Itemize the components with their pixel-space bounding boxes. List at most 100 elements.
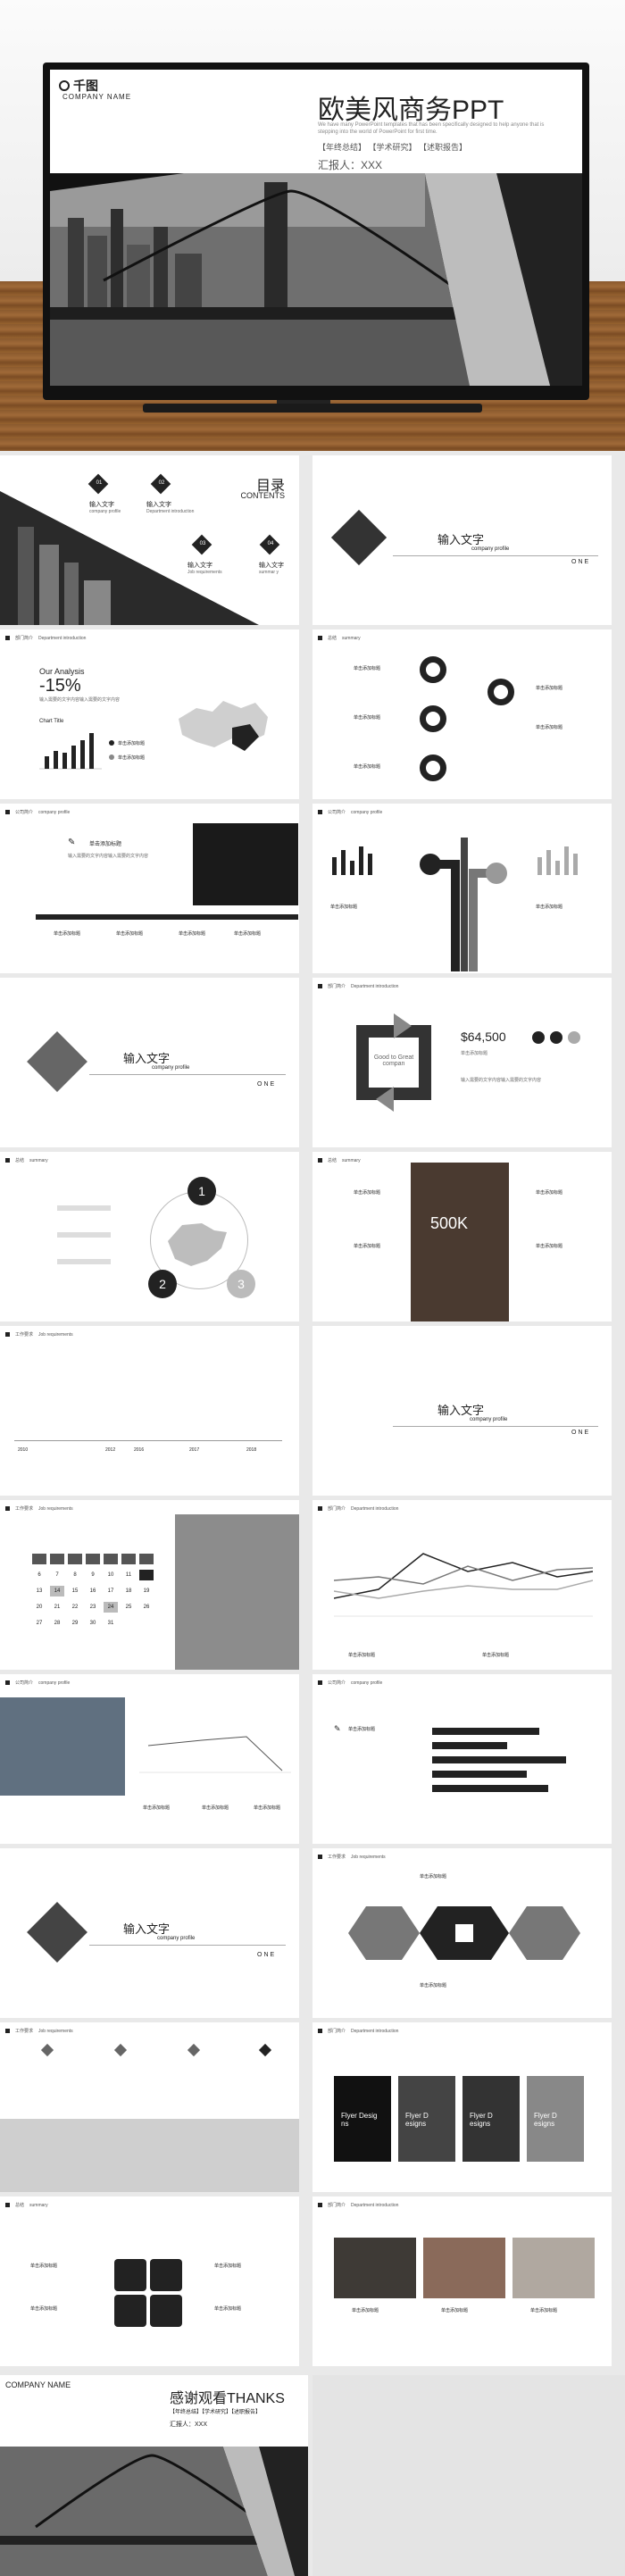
section-num: ONE	[571, 559, 591, 565]
contents-num-2: 02	[158, 480, 165, 486]
section-sub: company profile	[471, 546, 510, 552]
section-line	[89, 1074, 286, 1075]
right-bar-chart	[538, 846, 578, 875]
hero-reporter: 汇报人：XXX	[318, 159, 383, 171]
circle-icon-3	[568, 1031, 580, 1044]
small-line-chart	[139, 1736, 291, 1773]
contents-en-4: summar y	[259, 570, 279, 575]
camera-icon	[114, 2295, 146, 2327]
cycle-center-text: Good to Great compan	[373, 1055, 414, 1067]
photo-1	[334, 2238, 416, 2298]
contents-title: 目录	[255, 479, 285, 494]
thanks-bridge-photo	[0, 2447, 308, 2576]
chart-title: Chart Title	[39, 719, 64, 724]
calendar-day: 15	[71, 1588, 79, 1594]
section-num: ONE	[257, 1952, 277, 1958]
calendar-day	[32, 1554, 46, 1564]
contents-title-en: CONTENTS	[240, 491, 286, 500]
contents-en-1: company profile	[89, 509, 121, 514]
right-title-2: 单击添加标题	[536, 1244, 563, 1249]
ring-2	[420, 705, 446, 732]
contents-label-2: 输入文字	[146, 502, 171, 508]
calendar-day	[139, 1554, 154, 1564]
photo-title-3: 单击添加标题	[530, 2308, 558, 2313]
hero-subtitle: We have many PowerPoint templates that h…	[318, 122, 545, 135]
chart-caption-2: 单击添加标题	[482, 1653, 510, 1658]
photo-title-1: 单击添加标题	[352, 2308, 379, 2313]
empty-panel	[312, 2375, 625, 2576]
slide-section-one: 输入文字 company profile ONE	[312, 455, 612, 625]
hbar-4	[432, 1771, 527, 1778]
calendar-day: 18	[125, 1588, 132, 1594]
slide-section-four: 输入文字 company profile ONE	[0, 1848, 299, 2018]
calendar-day: 14	[50, 1586, 64, 1596]
hero-tags: 【年终总结】 【学术研究】 【述职报告】	[318, 143, 468, 152]
legend-dot-1	[109, 740, 114, 746]
section-title: 输入文字	[123, 1052, 171, 1065]
section-sub: company profile	[157, 1936, 196, 1941]
section-num: ONE	[257, 1081, 277, 1088]
city-night-photo	[0, 491, 259, 625]
section-sub: company profile	[470, 1417, 508, 1422]
glasses-photo	[0, 1697, 125, 1796]
section-num: ONE	[571, 1430, 591, 1436]
hero-title: 欧美风商务PPT	[318, 96, 504, 125]
left-title-1: 单击添加标题	[354, 1190, 381, 1196]
calendar-day: 6	[38, 1572, 41, 1578]
calendar-day	[139, 1570, 154, 1580]
item-title-1: 单击添加标题	[354, 666, 381, 671]
contents-en-3: Job requirements	[188, 570, 222, 575]
price-value: $64,500	[461, 1030, 506, 1044]
logo: 千图	[59, 77, 98, 95]
circle-icon-1	[532, 1031, 545, 1044]
slide-section-two: 输入文字 company profile ONE	[0, 978, 299, 1147]
section-line	[89, 1945, 286, 1946]
contents-label-4: 输入文字	[259, 563, 284, 569]
calendar-day: 11	[125, 1572, 132, 1578]
section-title: 输入文字	[438, 533, 485, 546]
icon-title-1: 单击添加标题	[30, 2263, 58, 2269]
hbar-2	[432, 1742, 507, 1749]
calendar-day	[68, 1554, 82, 1564]
caption-1: 单击添加标题	[143, 1805, 171, 1811]
ring-1	[420, 656, 446, 683]
calendar-day: 8	[73, 1572, 77, 1578]
flyer-card-1	[334, 2076, 391, 2162]
price-text: 输入需要的文字内容输入需要的文字内容	[461, 1078, 542, 1083]
play-icon	[114, 2259, 146, 2291]
arrow-title-1: 单击添加标题	[330, 905, 358, 910]
legend-1: 单击添加标题	[118, 741, 146, 746]
cycle-diagram	[356, 1013, 431, 1112]
line-chart	[334, 1553, 593, 1617]
calendar-day: 10	[107, 1572, 114, 1578]
item-title-4: 单击添加标题	[536, 686, 563, 691]
photo-3	[512, 2238, 595, 2298]
logo-text: 千图	[73, 79, 98, 93]
contents-num-3: 03	[199, 541, 206, 546]
section-diamond	[27, 1902, 88, 1963]
calendar-day: 19	[143, 1588, 150, 1594]
calendar-day: 23	[89, 1605, 96, 1610]
calendar-day: 7	[55, 1572, 59, 1578]
tl-title-4: 单击添加标题	[234, 931, 262, 937]
photo-2	[423, 2238, 505, 2298]
calendar-day	[121, 1554, 136, 1564]
calendar-day: 20	[36, 1605, 43, 1610]
